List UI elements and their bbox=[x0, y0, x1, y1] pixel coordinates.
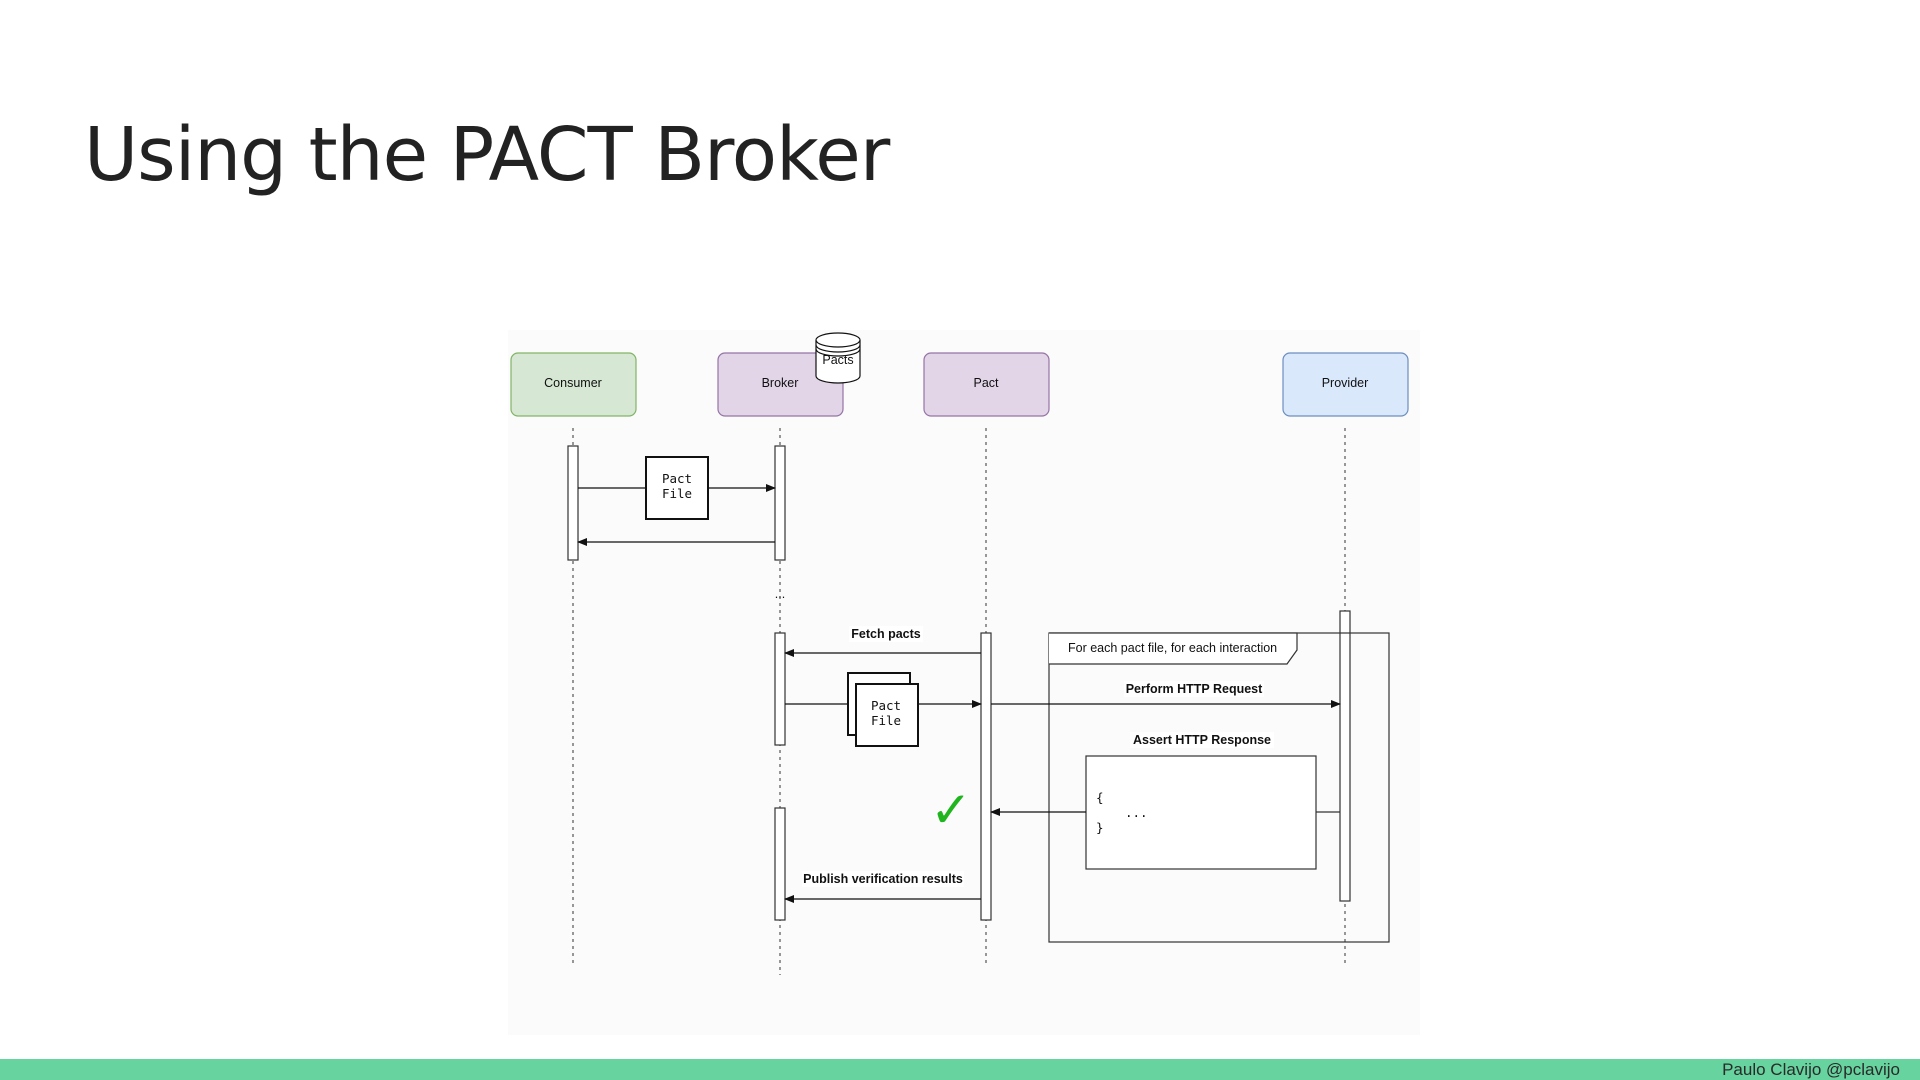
participant-broker: Broker bbox=[717, 352, 844, 417]
pacts-database-icon: Pacts bbox=[815, 332, 861, 384]
provider-activation bbox=[1339, 610, 1351, 902]
pact-file-line2: File bbox=[662, 486, 692, 501]
pact-files-stack: Pact File bbox=[847, 672, 919, 747]
footer-accent-bar bbox=[0, 1059, 1920, 1080]
footer-credit: Paulo Clavijo @pclavijo bbox=[1722, 1060, 1900, 1079]
pact-file-doc: Pact File bbox=[645, 456, 709, 520]
loop-frame: For each pact file, for each interaction bbox=[1048, 632, 1390, 943]
check-mark-icon: ✓ bbox=[930, 781, 972, 839]
activation-bars bbox=[567, 445, 1351, 921]
time-gap-ellipsis: ... bbox=[775, 587, 785, 601]
response-body-box: { ... } bbox=[1085, 755, 1317, 870]
broker-activation-publish bbox=[774, 445, 786, 561]
pact-activation bbox=[980, 632, 992, 921]
fetch-pacts-label: Fetch pacts bbox=[851, 627, 921, 641]
pact-file-line1: Pact bbox=[662, 471, 692, 486]
broker-activation-fetch bbox=[774, 632, 786, 746]
database-label: Pacts bbox=[822, 353, 853, 367]
participant-label: Provider bbox=[1322, 376, 1369, 390]
participant-pact: Pact bbox=[923, 352, 1050, 417]
pact-files-line1: Pact bbox=[871, 698, 901, 713]
loop-label: For each pact file, for each interaction bbox=[1068, 641, 1277, 655]
slide-title: Using the PACT Broker bbox=[84, 112, 890, 198]
response-ellipsis: ... bbox=[1125, 805, 1148, 820]
participant-label: Consumer bbox=[544, 376, 602, 390]
response-open-brace: { bbox=[1096, 790, 1104, 805]
participant-consumer: Consumer bbox=[510, 352, 637, 417]
participant-provider: Provider bbox=[1282, 352, 1409, 417]
pact-files-line2: File bbox=[871, 713, 901, 728]
response-close-brace: } bbox=[1096, 820, 1104, 835]
participant-label: Pact bbox=[973, 376, 999, 390]
diagram-panel bbox=[508, 330, 1420, 1035]
participant-label: Broker bbox=[762, 376, 799, 390]
publish-results-label: Publish verification results bbox=[803, 872, 963, 886]
broker-activation-results bbox=[774, 807, 786, 921]
perform-request-label: Perform HTTP Request bbox=[1126, 682, 1263, 696]
assert-response-label: Assert HTTP Response bbox=[1133, 733, 1271, 747]
consumer-activation bbox=[567, 445, 579, 561]
